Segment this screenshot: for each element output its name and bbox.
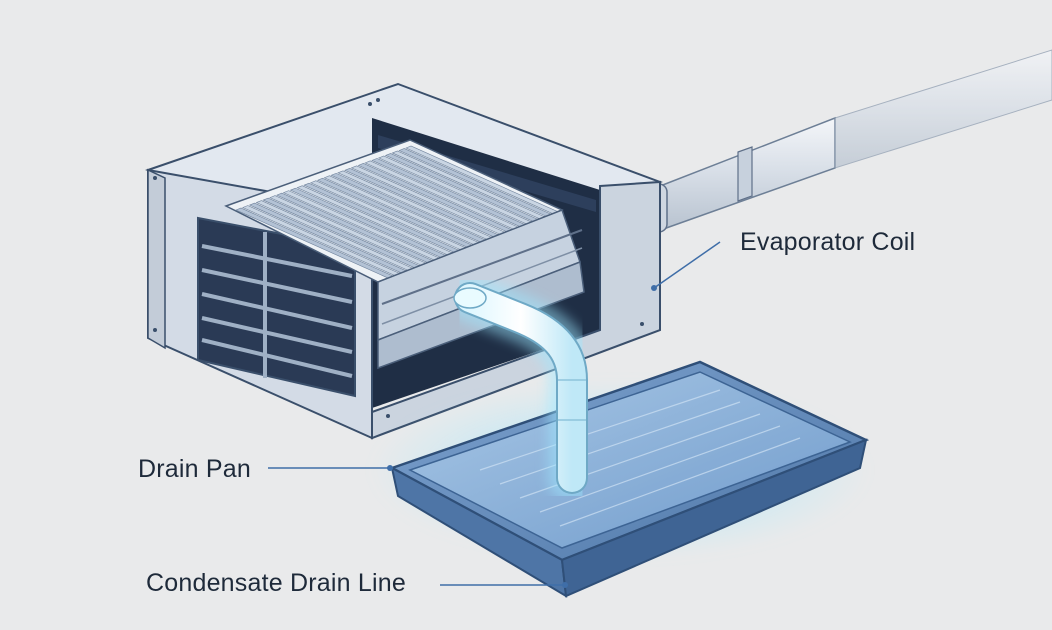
evaporator-coil-leader xyxy=(653,241,721,289)
drain-pan xyxy=(370,360,870,598)
condensate-drain-line xyxy=(446,274,596,502)
drain-pan-label: Drain Pan xyxy=(138,455,251,483)
coil-fins xyxy=(235,145,564,279)
condensate-drain-line-label: Condensate Drain Line xyxy=(146,569,406,597)
intake-grille xyxy=(197,216,356,398)
dot-icon xyxy=(651,285,657,291)
evaporator-coil-label: Evaporator Coil xyxy=(740,228,916,256)
callout-lines xyxy=(268,241,721,588)
dot-icon xyxy=(562,582,568,588)
dot-icon xyxy=(387,465,393,471)
refrigerant-pipe xyxy=(644,49,1052,234)
evaporator-coil xyxy=(224,139,585,370)
